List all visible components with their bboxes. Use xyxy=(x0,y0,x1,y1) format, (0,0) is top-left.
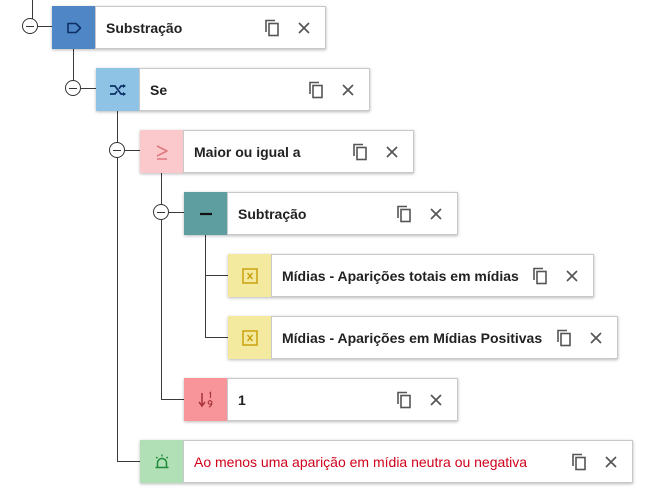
block-label: Mídias - Aparições totais em mídias xyxy=(282,267,519,284)
block-badge xyxy=(228,254,272,297)
block-badge xyxy=(96,68,140,111)
collapse-toggle-subtracao[interactable] xyxy=(153,204,169,220)
block-se[interactable]: Se xyxy=(96,68,370,111)
shuffle-icon xyxy=(108,82,128,98)
close-icon[interactable] xyxy=(338,80,358,100)
copy-icon[interactable] xyxy=(554,328,574,348)
block-badge xyxy=(140,130,184,173)
close-icon[interactable] xyxy=(426,390,446,410)
block-label: 1 xyxy=(238,391,246,408)
number-sort-icon xyxy=(196,390,216,410)
block-alert-event[interactable]: Ao menos uma aparição em mídia neutra ou… xyxy=(140,440,633,483)
block-label: Ao menos uma aparição em mídia neutra ou… xyxy=(194,453,528,470)
block-label: Se xyxy=(150,81,168,98)
block-badge xyxy=(184,378,228,421)
collapse-toggle-se[interactable] xyxy=(65,80,81,96)
block-subtracao[interactable]: Subtração xyxy=(184,192,458,235)
variable-icon xyxy=(241,267,259,285)
tag-icon xyxy=(65,21,83,35)
block-label: Subtração xyxy=(238,205,307,222)
block-badge xyxy=(140,440,184,483)
collapse-toggle-substracao[interactable] xyxy=(22,18,38,34)
copy-icon[interactable] xyxy=(569,452,589,472)
variable-icon xyxy=(241,329,259,347)
block-badge xyxy=(228,316,272,359)
close-icon[interactable] xyxy=(562,266,582,286)
block-badge xyxy=(184,192,228,235)
close-icon[interactable] xyxy=(601,452,621,472)
collapse-toggle-maior-ou-igual[interactable] xyxy=(109,142,125,158)
block-badge xyxy=(52,6,96,49)
copy-icon[interactable] xyxy=(306,80,326,100)
block-label: Mídias - Aparições em Mídias Positivas xyxy=(282,329,543,346)
block-label: Substração xyxy=(106,19,183,36)
greater-equal-icon xyxy=(154,143,170,161)
block-label: Maior ou igual a xyxy=(194,143,301,160)
block-variable-aparicoes-positivas[interactable]: Mídias - Aparições em Mídias Positivas xyxy=(228,316,618,359)
close-icon[interactable] xyxy=(426,204,446,224)
close-icon[interactable] xyxy=(294,18,314,38)
copy-icon[interactable] xyxy=(394,204,414,224)
copy-icon[interactable] xyxy=(394,390,414,410)
close-icon[interactable] xyxy=(586,328,606,348)
copy-icon[interactable] xyxy=(530,266,550,286)
block-substracao[interactable]: Substração xyxy=(52,6,326,49)
copy-icon[interactable] xyxy=(350,142,370,162)
minus-icon xyxy=(198,206,214,222)
alarm-icon xyxy=(152,452,172,472)
block-maior-ou-igual-a[interactable]: Maior ou igual a xyxy=(140,130,414,173)
copy-icon[interactable] xyxy=(262,18,282,38)
block-number-constant[interactable]: 1 xyxy=(184,378,458,421)
close-icon[interactable] xyxy=(382,142,402,162)
block-variable-aparicoes-totais[interactable]: Mídias - Aparições totais em mídias xyxy=(228,254,594,297)
